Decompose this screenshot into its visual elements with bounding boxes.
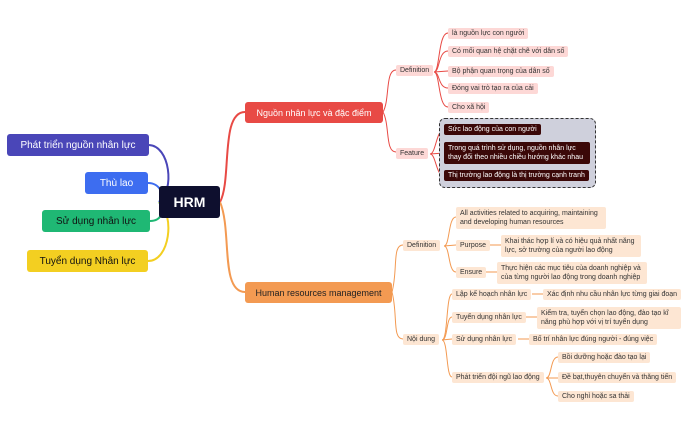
central-topic[interactable]: HRM	[159, 186, 220, 218]
ensure-text[interactable]: Thực hiện các mục tiêu của doanh nghiệp …	[497, 262, 647, 284]
topic-tuyen-dung[interactable]: Tuyển dụng Nhân lực	[27, 250, 148, 272]
definition-item[interactable]: Đóng vai trò tạo ra của cải	[448, 83, 538, 94]
purpose-text[interactable]: Khai thác hợp lí và có hiệu quả nhất năn…	[501, 235, 641, 257]
develop-label[interactable]: Phát triển đội ngũ lao động	[452, 372, 544, 383]
definition-item[interactable]: Có mối quan hệ chặt chẽ với dân số	[448, 46, 569, 57]
purpose-label[interactable]: Purpose	[456, 240, 491, 251]
topic-thu-lao[interactable]: Thù lao	[85, 172, 148, 194]
definition-item[interactable]: Cho xã hội	[448, 102, 490, 113]
recruit-label[interactable]: Tuyển dụng nhân lực	[452, 312, 526, 323]
plan-text[interactable]: Xác định nhu cầu nhân lực từng giai đoạn	[543, 289, 682, 300]
feature-label[interactable]: Feature	[396, 148, 429, 159]
use-label[interactable]: Sử dụng nhân lực	[452, 334, 517, 345]
hrm-definition-label[interactable]: Definition	[403, 240, 441, 251]
develop-item[interactable]: Đề bạt,thuyên chuyển và thăng tiến	[558, 372, 677, 383]
feature-item[interactable]: Trong quá trình sử dụng, nguồn nhân lực …	[444, 142, 590, 164]
ensure-label[interactable]: Ensure	[456, 267, 487, 278]
hrm-definition-text[interactable]: All activities related to acquiring, mai…	[456, 207, 606, 229]
topic-su-dung[interactable]: Sử dụng nhân lực	[42, 210, 150, 232]
use-text[interactable]: Bố trí nhân lực đúng người - đúng việc	[529, 334, 658, 345]
feature-item[interactable]: Sức lao động của con người	[444, 124, 541, 135]
develop-item[interactable]: Bồi dưỡng hoặc đào tạo lại	[558, 352, 651, 363]
feature-item[interactable]: Thị trường lao động là thị trường cạnh t…	[444, 170, 589, 181]
recruit-text[interactable]: Kiểm tra, tuyển chọn lao động, đào tạo k…	[537, 307, 681, 329]
definition-label[interactable]: Definition	[396, 65, 434, 76]
definition-item[interactable]: Bộ phận quan trọng của dân số	[448, 66, 554, 77]
develop-item[interactable]: Cho nghỉ hoặc sa thải	[558, 391, 634, 402]
definition-item[interactable]: là nguồn lực con người	[448, 28, 529, 39]
topic-nguon-nhan-luc[interactable]: Nguồn nhân lực và đặc điểm	[245, 102, 383, 123]
plan-label[interactable]: Lập kế hoạch nhân lực	[452, 289, 532, 300]
noi-dung-label[interactable]: Nội dung	[403, 334, 440, 345]
topic-hrm[interactable]: Human resources management	[245, 282, 392, 303]
topic-phat-trien[interactable]: Phát triển nguồn nhân lực	[7, 134, 149, 156]
